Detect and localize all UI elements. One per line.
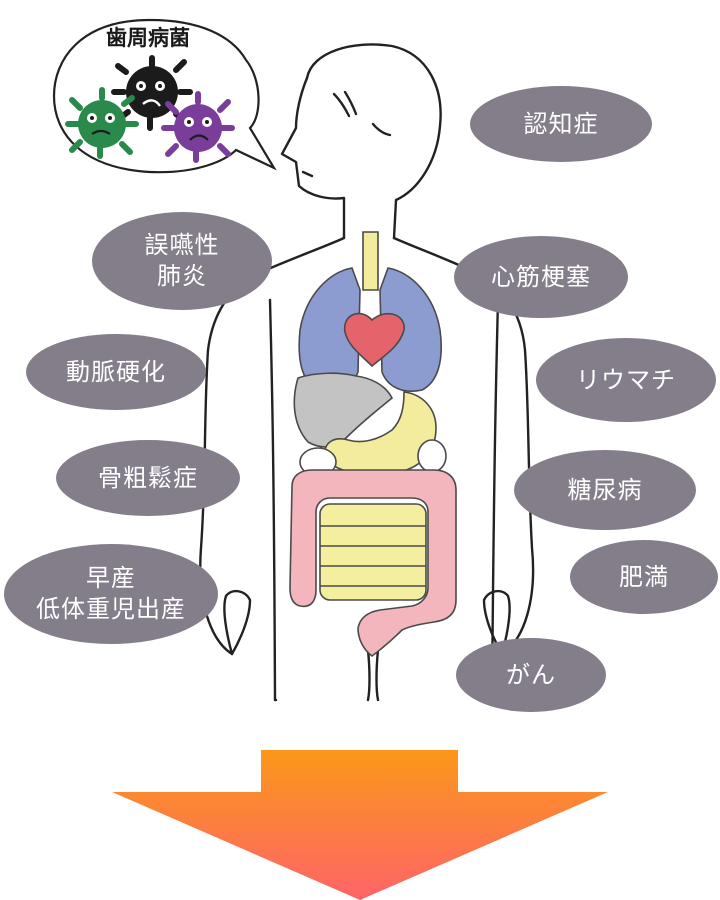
liver	[293, 372, 393, 448]
germ-green	[65, 87, 139, 159]
down-arrow	[112, 750, 608, 900]
large-intestine	[289, 469, 457, 658]
pill-obesity: 肥満	[570, 540, 718, 614]
pill-arteriosclerosis: 動脈硬化	[26, 334, 206, 410]
speech-bubble-title: 歯周病菌	[106, 26, 190, 50]
heart	[343, 312, 405, 368]
pill-diabetes: 糖尿病	[514, 450, 696, 530]
pill-aspiration-pneumonia: 誤嚥性 肺炎	[92, 212, 272, 310]
right-lung	[379, 267, 442, 392]
pill-osteoporosis: 骨粗鬆症	[56, 440, 240, 516]
pill-rheumatism: リウマチ	[536, 338, 716, 422]
trachea	[362, 231, 379, 291]
body-outline	[199, 43, 535, 702]
pill-cancer: がん	[456, 638, 606, 712]
germ-purple	[161, 91, 235, 163]
pill-dementia: 認知症	[470, 86, 652, 162]
pill-preterm-birth: 早産 低体重児出産	[4, 544, 218, 644]
organs	[289, 231, 457, 658]
small-intestine	[319, 503, 427, 601]
pill-myocardial-infarction: 心筋梗塞	[454, 236, 628, 318]
